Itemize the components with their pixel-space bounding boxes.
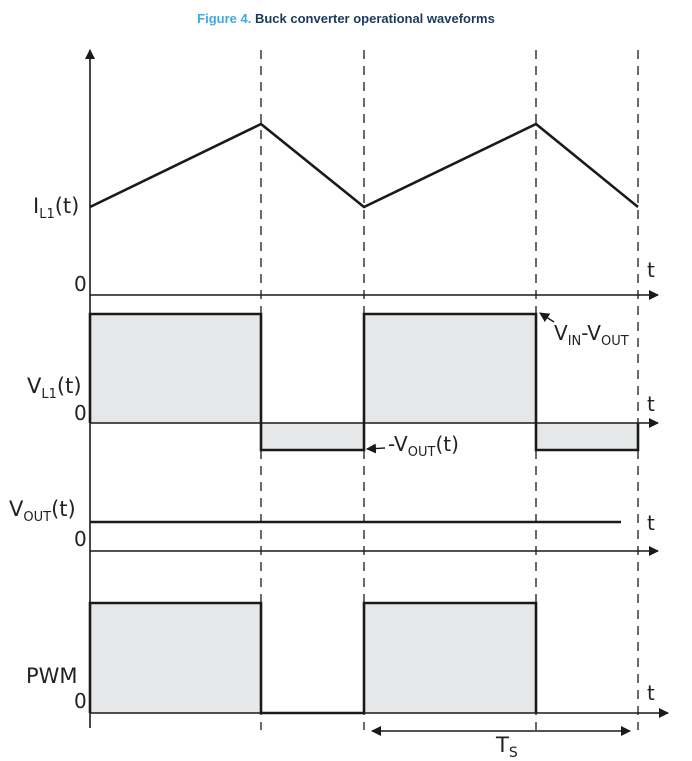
vout-time-label: t [647, 511, 655, 535]
neg-vout-arrow [366, 443, 386, 454]
pwm-trace-label: PWM [26, 664, 78, 688]
pwm-fill-2 [364, 603, 536, 713]
vl1-time-label: t [647, 392, 655, 416]
vl1-panel: t 0 VL1(t) VIN-VOUT -VOUT(t) [27, 312, 659, 460]
il1-panel: t 0 IL1(t) [33, 122, 659, 300]
pwm-time-label: t [647, 681, 655, 705]
il1-zero-label: 0 [74, 272, 87, 296]
il1-time-label: t [647, 258, 655, 282]
vl1-waveform [88, 312, 640, 452]
vl1-zero-label: 0 [74, 401, 87, 425]
vl1-fill-pos-2 [364, 314, 536, 423]
vl1-trace-label: VL1(t) [27, 374, 82, 402]
il1-trace-label: IL1(t) [33, 194, 79, 222]
vin-vout-arrow [539, 312, 555, 323]
period-label: TS [495, 733, 518, 761]
pwm-panel: t 0 PWM [26, 601, 669, 718]
vout-trace-label: VOUT(t) [9, 497, 76, 525]
il1-waveform [89, 122, 639, 209]
vout-panel: t 0 VOUT(t) [9, 497, 659, 556]
vin-vout-annotation: VIN-VOUT [554, 321, 629, 349]
vl1-fill-neg-2 [536, 423, 638, 450]
figure-title: Buck converter operational waveforms [254, 11, 495, 26]
figure-caption: Figure 4. Buck converter operational wav… [0, 11, 692, 26]
figure-number: Figure 4. [197, 11, 252, 26]
vl1-fill-neg-1 [261, 423, 364, 450]
vout-zero-label: 0 [74, 527, 87, 551]
pwm-fill-1 [90, 603, 261, 713]
vl1-fill-pos-1 [90, 314, 261, 423]
period-annotation: TS [371, 726, 631, 761]
pwm-zero-label: 0 [74, 689, 87, 713]
neg-vout-annotation: -VOUT(t) [388, 432, 459, 460]
